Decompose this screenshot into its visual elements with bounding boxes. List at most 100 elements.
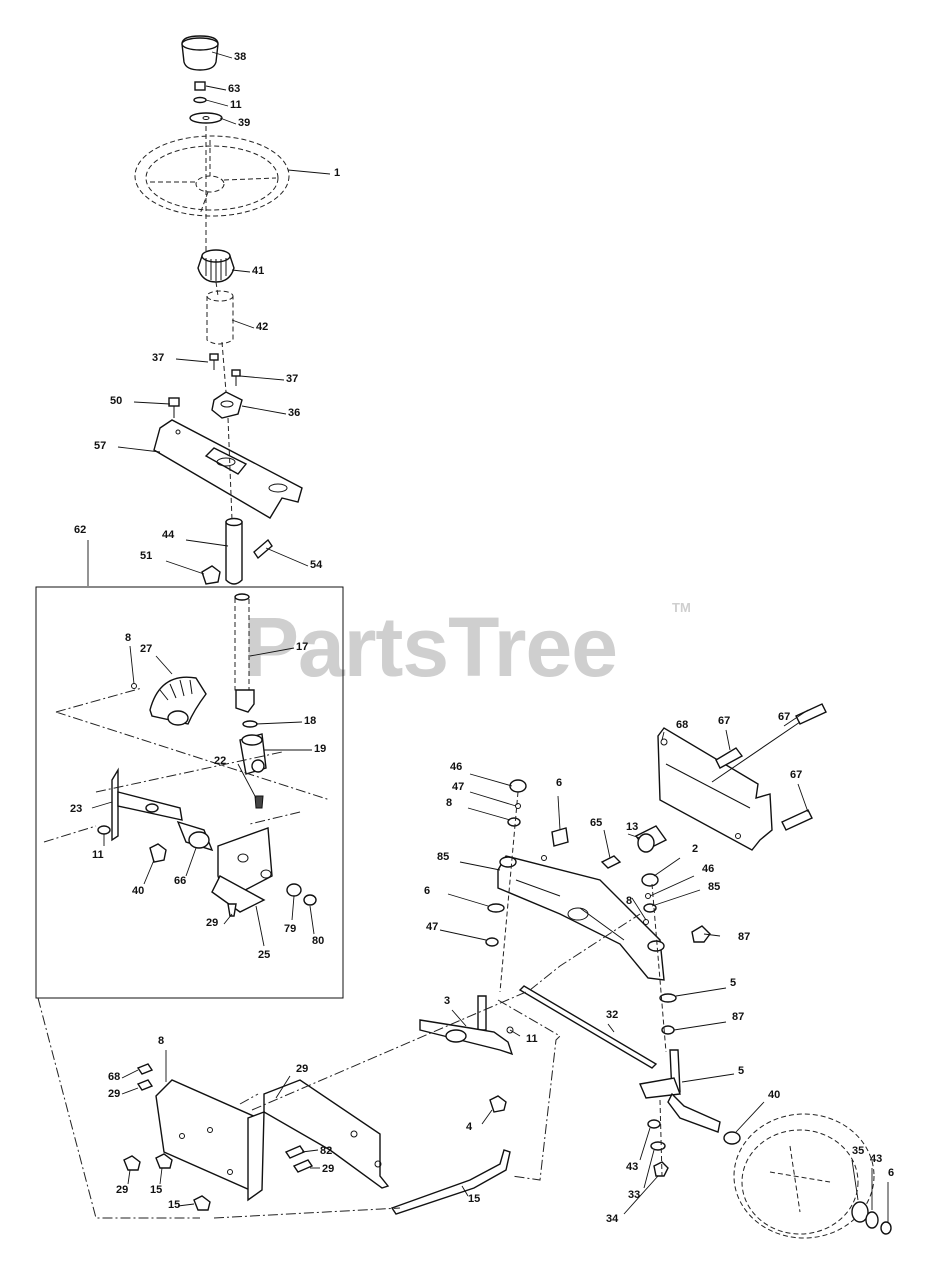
callout-leader xyxy=(451,1009,467,1027)
callout-leader xyxy=(603,829,611,859)
callout-leader xyxy=(287,169,331,175)
watermark-trademark: TM xyxy=(672,600,691,615)
callout-leader xyxy=(623,1175,659,1215)
callout-57: 57 xyxy=(94,440,161,453)
callout-number: 47 xyxy=(426,921,438,933)
callout-number: 6 xyxy=(888,1167,894,1179)
callout-27: 27 xyxy=(140,643,173,675)
callout-number: 44 xyxy=(162,529,175,541)
callout-leader xyxy=(735,1101,765,1133)
callout-leader xyxy=(185,539,229,547)
callout-40: 40 xyxy=(132,859,155,897)
callout-layer: 3863113914142373736505744515462178271819… xyxy=(70,51,894,1225)
callout-13: 13 xyxy=(626,821,641,839)
callout-number: 47 xyxy=(452,781,464,793)
callout-leader xyxy=(223,913,233,925)
callout-51: 51 xyxy=(140,550,205,575)
callout-leader xyxy=(121,1087,139,1095)
callout-leader xyxy=(661,731,665,741)
callout-leader xyxy=(291,895,295,921)
callout-17: 17 xyxy=(249,641,308,657)
callout-leader xyxy=(439,929,487,941)
callout-68: 68 xyxy=(108,1069,139,1083)
callout-47: 47 xyxy=(452,781,517,807)
callout-8: 8 xyxy=(446,797,511,821)
callout-leader xyxy=(703,933,721,937)
callout-leader xyxy=(159,1167,163,1185)
callout-1: 1 xyxy=(287,167,340,179)
callout-number: 5 xyxy=(730,977,736,989)
watermark-brand: PartsTree xyxy=(243,600,617,694)
callout-11: 11 xyxy=(509,1029,538,1045)
callout-29: 29 xyxy=(108,1087,139,1100)
callout-leader xyxy=(681,1073,735,1083)
callout-number: 5 xyxy=(738,1065,744,1077)
callout-leader xyxy=(651,889,701,907)
callout-leader xyxy=(447,893,489,907)
callout-number: 67 xyxy=(778,711,790,723)
callout-44: 44 xyxy=(162,529,229,547)
steering-column-parts xyxy=(134,35,303,585)
callout-number: 23 xyxy=(70,803,82,815)
callout-37: 37 xyxy=(152,352,209,364)
callout-leader xyxy=(155,655,173,675)
callout-number: 6 xyxy=(556,777,562,789)
callout-number: 66 xyxy=(174,875,186,887)
callout-8: 8 xyxy=(626,895,647,921)
callout-leader xyxy=(627,833,641,839)
callout-number: 19 xyxy=(314,743,326,755)
callout-number: 15 xyxy=(150,1184,162,1196)
callout-leader xyxy=(91,801,113,809)
callout-number: 11 xyxy=(92,849,104,861)
callout-5: 5 xyxy=(675,977,736,997)
callout-leader xyxy=(481,1109,493,1125)
callout-number: 29 xyxy=(206,917,218,929)
callout-leader xyxy=(643,1149,655,1189)
callout-43: 43 xyxy=(626,1127,651,1173)
callout-87: 87 xyxy=(673,1011,744,1031)
callout-number: 79 xyxy=(284,923,296,935)
callout-22: 22 xyxy=(214,755,257,799)
callout-65: 65 xyxy=(590,817,611,859)
callout-number: 85 xyxy=(708,881,720,893)
callout-number: 29 xyxy=(296,1063,308,1075)
lower-bracket-parts xyxy=(123,1063,511,1215)
callout-number: 6 xyxy=(424,885,430,897)
callout-leader xyxy=(185,847,197,877)
callout-29: 29 xyxy=(275,1063,308,1099)
callout-leader xyxy=(639,1127,651,1161)
callout-leader xyxy=(177,1203,195,1207)
callout-number: 15 xyxy=(168,1199,180,1211)
callout-67: 67 xyxy=(778,709,809,727)
callout-leader xyxy=(673,1021,727,1031)
callout-82: 82 xyxy=(301,1145,332,1157)
callout-54: 54 xyxy=(265,547,323,571)
callout-leader xyxy=(461,1185,469,1197)
callout-85: 85 xyxy=(651,881,720,907)
callout-19: 19 xyxy=(264,743,326,755)
callout-39: 39 xyxy=(219,117,250,129)
callout-33: 33 xyxy=(628,1149,655,1201)
callout-number: 37 xyxy=(152,352,164,364)
callout-leader xyxy=(607,1023,615,1033)
callout-62: 62 xyxy=(74,524,89,586)
callout-number: 62 xyxy=(74,524,86,536)
callout-leader xyxy=(851,1159,859,1201)
callout-number: 17 xyxy=(296,641,308,653)
callout-29: 29 xyxy=(116,1169,131,1196)
callout-leader xyxy=(219,117,237,125)
callout-6: 6 xyxy=(424,885,489,907)
callout-number: 32 xyxy=(606,1009,618,1021)
callout-leader xyxy=(255,721,303,725)
callout-leader xyxy=(255,905,265,947)
callout-number: 87 xyxy=(732,1011,744,1023)
callout-leader xyxy=(675,987,727,997)
callout-leader xyxy=(133,401,171,405)
callout-29: 29 xyxy=(310,1163,334,1175)
callout-leader xyxy=(309,905,315,935)
callout-37: 37 xyxy=(239,373,298,385)
callout-leader xyxy=(165,560,205,575)
callout-number: 68 xyxy=(676,719,688,731)
callout-8: 8 xyxy=(125,632,135,685)
